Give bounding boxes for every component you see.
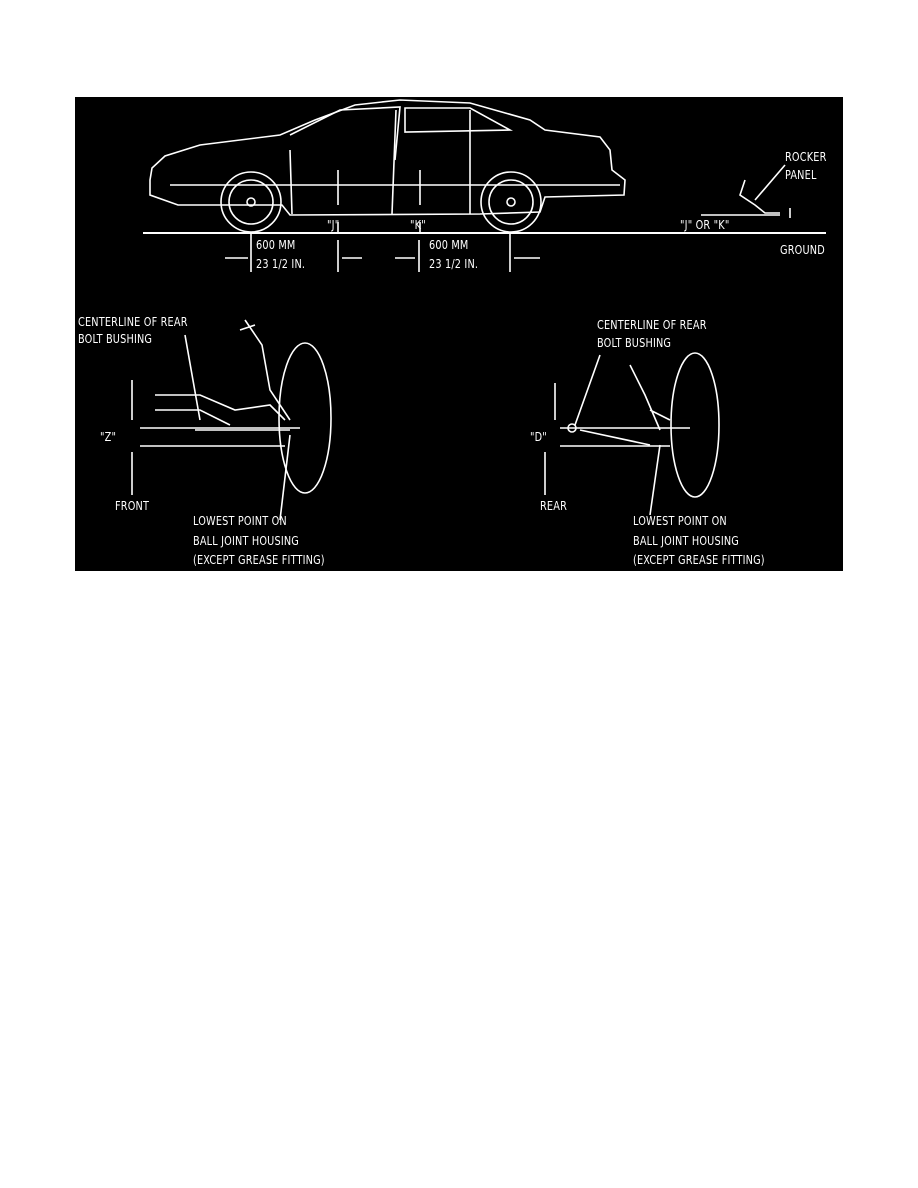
- dimension-2-in: 23 1/2 IN.: [429, 257, 479, 271]
- label-k: "K": [410, 218, 426, 232]
- front-lowest-label-3: (EXCEPT GREASE FITTING): [193, 553, 325, 567]
- front-lowest-label-1: LOWEST POINT ON: [193, 514, 287, 528]
- car-side-view: [149, 99, 626, 233]
- label-j: "J": [327, 218, 340, 232]
- front-lowest-label-2: BALL JOINT HOUSING: [193, 534, 300, 548]
- label-z: "Z": [100, 430, 117, 444]
- rear-centerline-label-2: BOLT BUSHING: [597, 336, 672, 350]
- rear-lowest-label-1: LOWEST POINT ON: [633, 514, 727, 528]
- front-centerline-label-1: CENTERLINE OF REAR: [78, 315, 188, 329]
- front-suspension: [131, 319, 332, 521]
- rear-suspension: [544, 352, 720, 516]
- rocker-label-1: ROCKER: [785, 150, 827, 164]
- front-centerline-label-2: BOLT BUSHING: [78, 332, 153, 346]
- ground-and-dimensions: [143, 164, 826, 272]
- dimension-1-mm: 600 MM: [256, 238, 296, 252]
- rear-label: REAR: [540, 499, 568, 513]
- rear-lowest-label-3: (EXCEPT GREASE FITTING): [633, 553, 765, 567]
- trim-height-diagram: [75, 97, 843, 571]
- rear-centerline-label-1: CENTERLINE OF REAR: [597, 318, 707, 332]
- label-d: "D": [530, 430, 547, 444]
- j-or-k-label: "J" OR "K": [680, 218, 730, 232]
- ground-label: GROUND: [780, 243, 825, 257]
- dimension-1-in: 23 1/2 IN.: [256, 257, 306, 271]
- rear-lowest-label-2: BALL JOINT HOUSING: [633, 534, 740, 548]
- dimension-2-mm: 600 MM: [429, 238, 469, 252]
- front-label: FRONT: [115, 499, 150, 513]
- rocker-label-2: PANEL: [785, 168, 817, 182]
